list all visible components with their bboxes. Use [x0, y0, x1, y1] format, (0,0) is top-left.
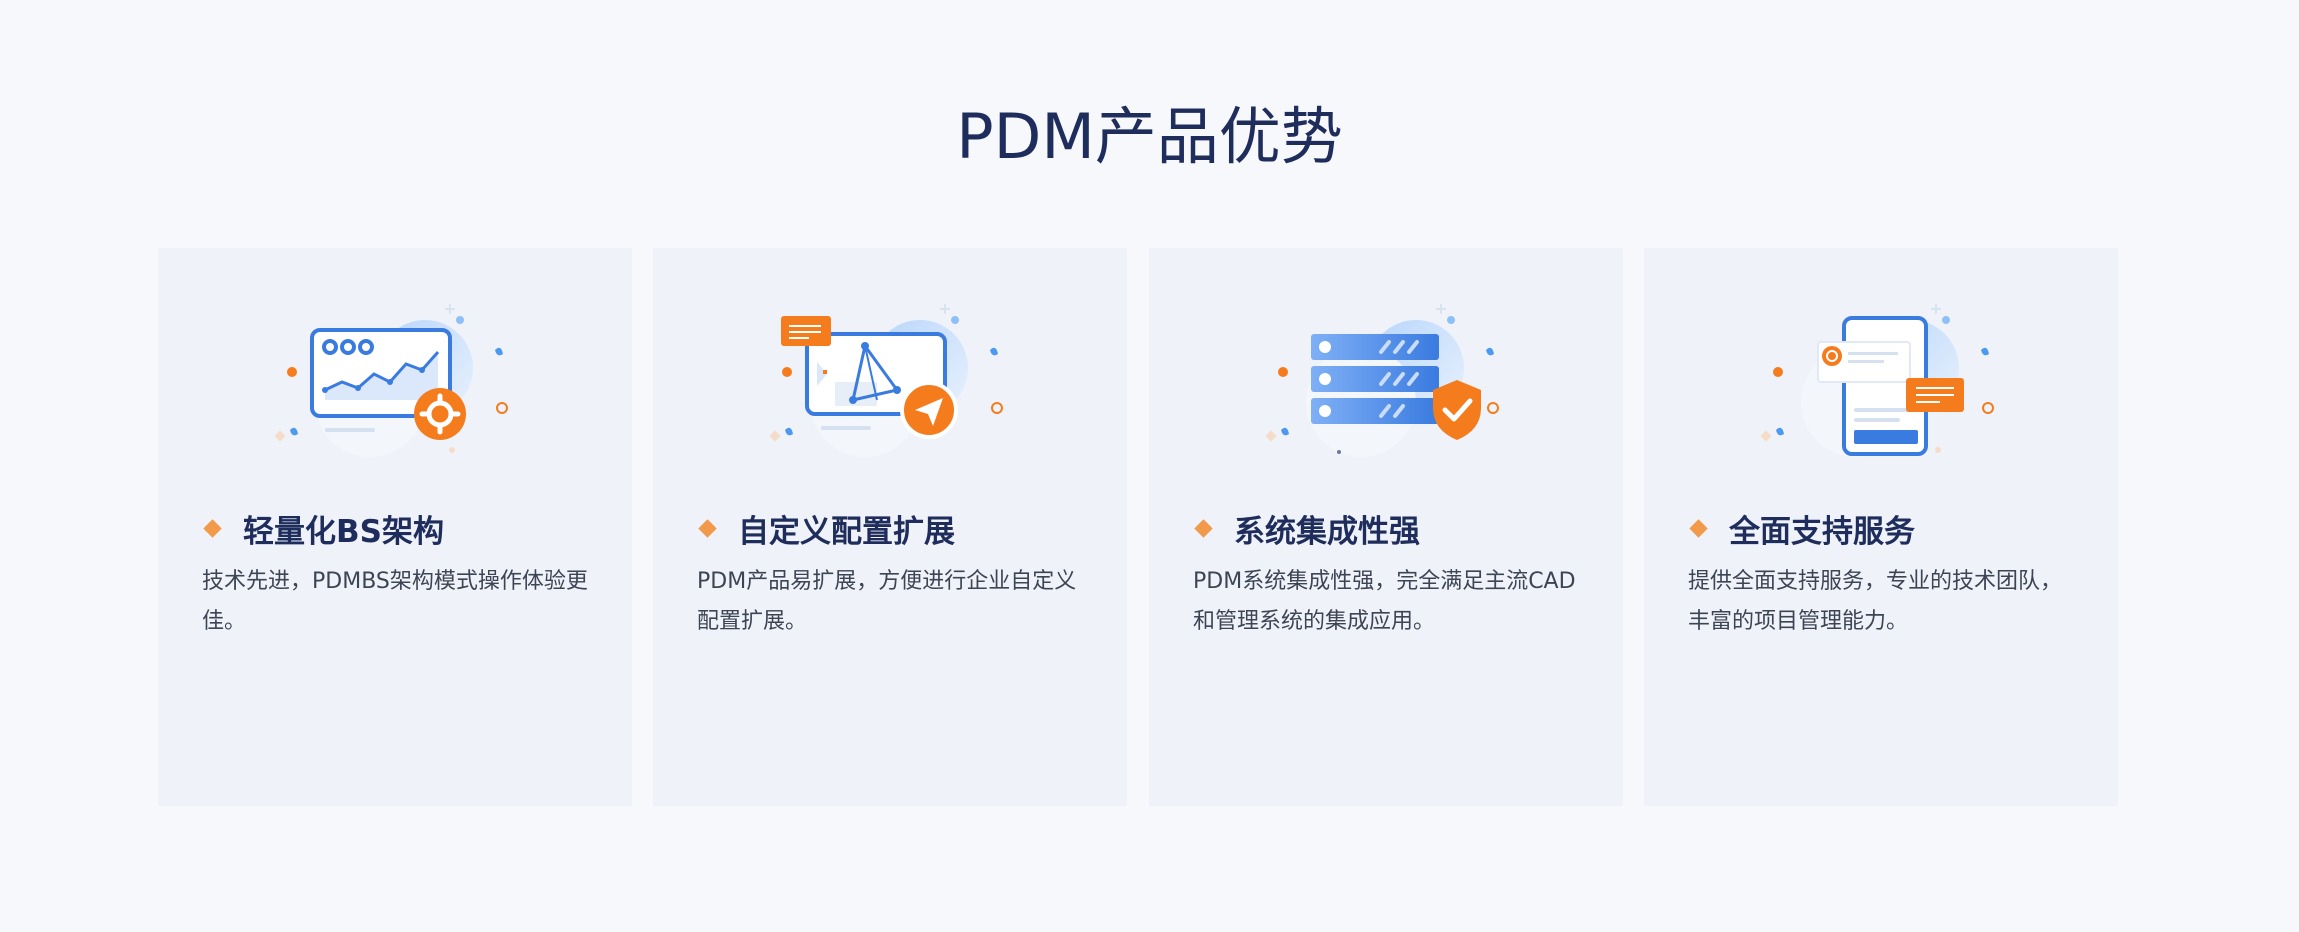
- advantage-card-bs-architecture: 轻量化BS架构 技术先进，PDMBS架构模式操作体验更佳。: [158, 248, 632, 806]
- card-description: 技术先进，PDMBS架构模式操作体验更佳。: [202, 569, 588, 634]
- card-title: 轻量化BS架构: [243, 513, 444, 550]
- card-description: PDM系统集成性强，完全满足主流CAD和管理系统的集成应用。: [1193, 569, 1576, 634]
- server-shield-icon: [1261, 290, 1511, 470]
- mobile-support-icon: [1756, 290, 2006, 470]
- custom-config-send-icon: [765, 290, 1015, 470]
- section-title: PDM产品优势: [956, 100, 1343, 173]
- diamond-bullet-icon: [698, 518, 717, 538]
- card-title: 自定义配置扩展: [738, 513, 955, 550]
- card-heading: 自定义配置扩展: [698, 506, 955, 550]
- advantage-card-full-support: 全面支持服务 提供全面支持服务，专业的技术团队，丰富的项目管理能力。: [1644, 248, 2118, 806]
- diamond-bullet-icon: [203, 518, 222, 538]
- advantage-card-custom-config: 自定义配置扩展 PDM产品易扩展，方便进行企业自定义配置扩展。: [653, 248, 1127, 806]
- advantage-card-system-integration: 系统集成性强 PDM系统集成性强，完全满足主流CAD和管理系统的集成应用。: [1149, 248, 1623, 806]
- diamond-bullet-icon: [1194, 518, 1213, 538]
- card-heading: 轻量化BS架构: [203, 506, 444, 550]
- card-heading: 全面支持服务: [1689, 506, 1915, 550]
- dashboard-chart-gear-icon: [270, 290, 520, 470]
- diamond-bullet-icon: [1689, 518, 1708, 538]
- card-description: 提供全面支持服务，专业的技术团队，丰富的项目管理能力。: [1688, 569, 2063, 634]
- card-title: 全面支持服务: [1729, 513, 1915, 550]
- card-heading: 系统集成性强: [1194, 506, 1420, 550]
- card-title: 系统集成性强: [1234, 513, 1420, 550]
- card-description: PDM产品易扩展，方便进行企业自定义配置扩展。: [697, 569, 1077, 634]
